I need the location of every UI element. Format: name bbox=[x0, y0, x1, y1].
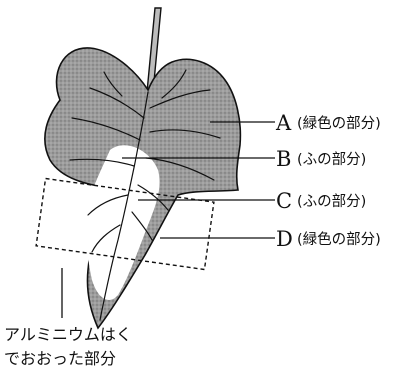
foil-caption-line2: でおおった部分 bbox=[4, 349, 116, 368]
label-d-letter: D bbox=[276, 227, 293, 251]
label-c-letter: C bbox=[276, 189, 292, 213]
label-d-text: (緑色の部分) bbox=[297, 231, 381, 248]
label-c-text: (ふの部分) bbox=[297, 193, 366, 210]
label-a-text: (緑色の部分) bbox=[297, 115, 381, 132]
foil-caption-line1: アルミニウムはく bbox=[4, 325, 132, 344]
label-b-text: (ふの部分) bbox=[297, 151, 366, 168]
label-b-letter: B bbox=[276, 147, 291, 171]
label-a-letter: A bbox=[275, 111, 292, 135]
